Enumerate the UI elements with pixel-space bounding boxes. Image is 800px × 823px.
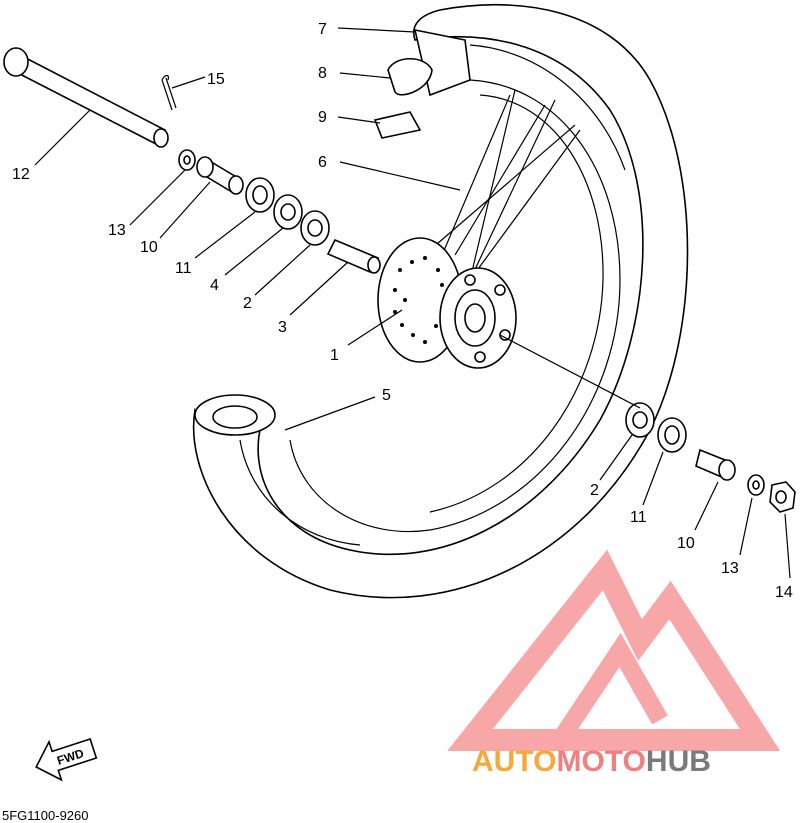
callout-13-right: 13 (721, 560, 739, 577)
watermark-text: AUTOMOTOHUB (472, 745, 711, 778)
callout-1: 1 (330, 347, 339, 364)
hub-assembly (377, 237, 517, 369)
callout-6: 6 (318, 154, 327, 171)
brand-hub: HUB (646, 745, 711, 778)
rim-band-tube-flap (373, 28, 471, 139)
right-parts (625, 402, 796, 513)
spokes (429, 89, 581, 281)
axle (3, 47, 169, 148)
leader-lines (34, 27, 791, 579)
callout-13-left: 13 (108, 222, 126, 239)
callout-8: 8 (318, 65, 327, 82)
callout-12: 12 (12, 166, 30, 183)
callout-14: 14 (775, 584, 793, 601)
callout-5: 5 (382, 387, 391, 404)
cotter-pin (161, 74, 177, 111)
callout-4: 4 (210, 277, 219, 294)
callout-7: 7 (318, 21, 327, 38)
callout-10-right: 10 (677, 535, 695, 552)
diagram-code: 5FG1100-9260 (2, 808, 89, 823)
left-parts (178, 149, 381, 274)
watermark-logo (447, 549, 781, 751)
callout-10-left: 10 (140, 239, 158, 256)
callout-3: 3 (278, 319, 287, 336)
callout-11-left: 11 (175, 260, 192, 277)
svg-text:AUTOMOTOHUB: AUTOMOTOHUB (472, 745, 711, 778)
callout-15: 15 (207, 71, 225, 88)
brake-disc-holes (393, 256, 444, 344)
callouts: 7 8 9 6 15 12 13 10 11 4 2 3 1 5 2 11 10… (12, 21, 793, 601)
callout-2-right: 2 (590, 482, 599, 499)
brand-moto: MOTO (556, 745, 645, 778)
callout-2-left: 2 (243, 295, 252, 312)
tire (192, 3, 689, 599)
callout-9: 9 (318, 109, 327, 126)
fwd-arrow: FWD (35, 737, 98, 782)
brand-auto: AUTO (472, 745, 556, 778)
callout-11-right: 11 (630, 509, 647, 526)
rim (289, 79, 621, 533)
